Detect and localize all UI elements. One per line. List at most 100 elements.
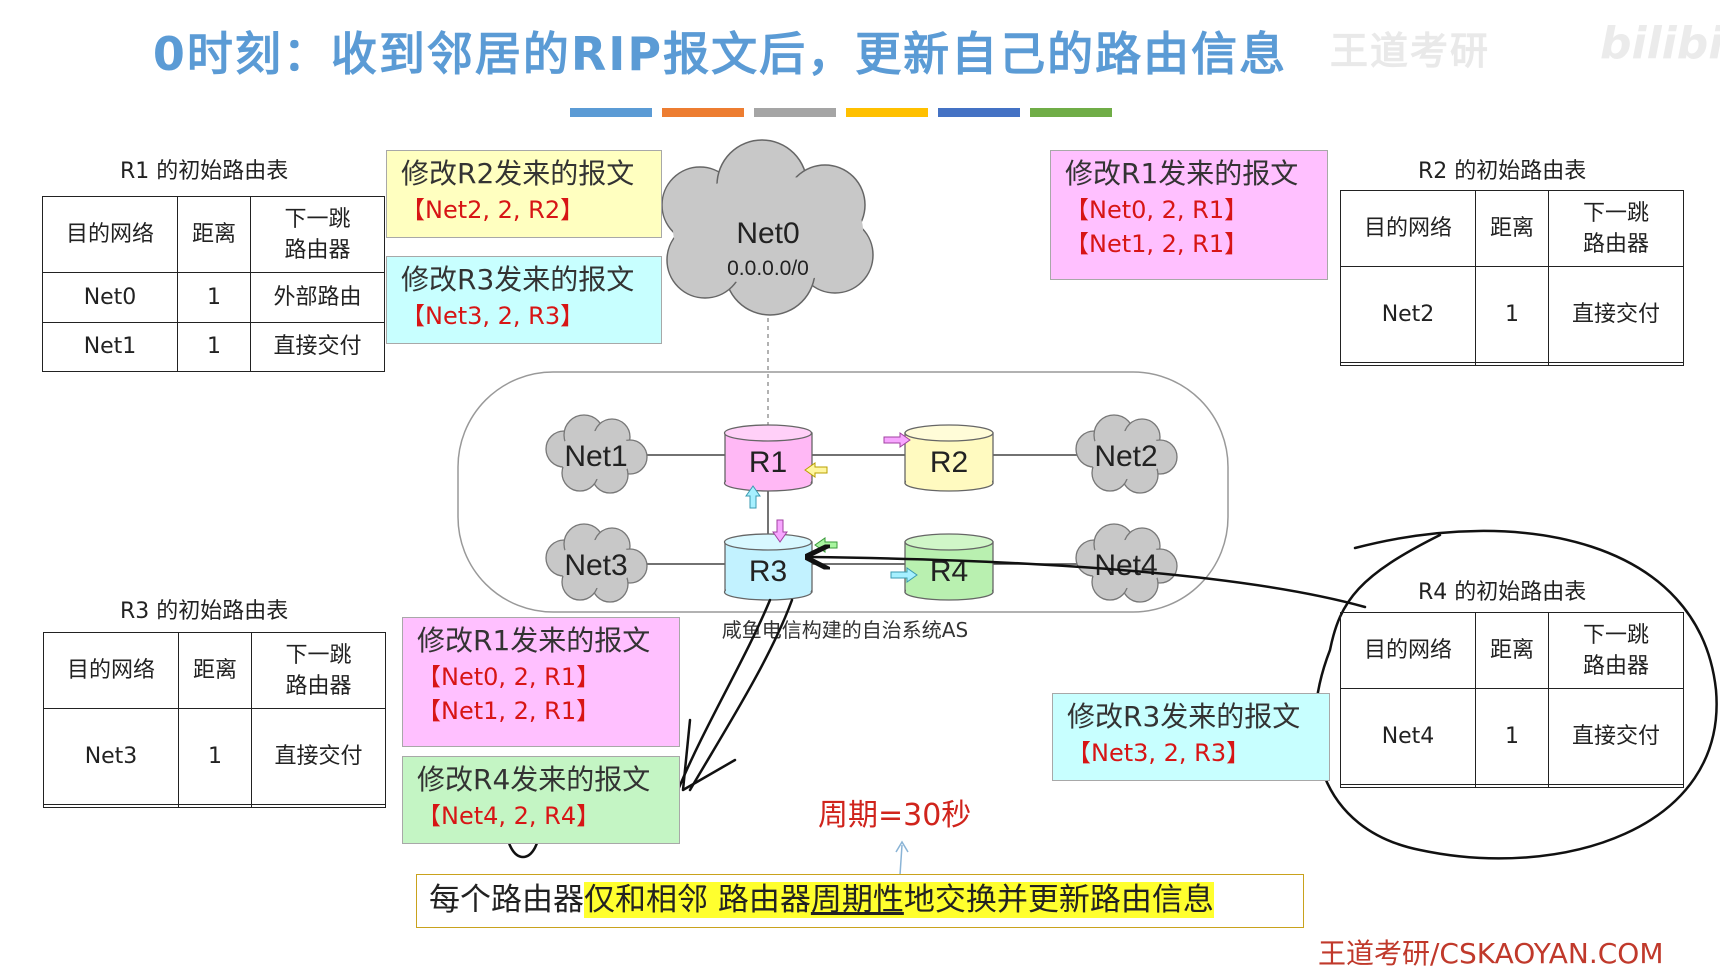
arrow-r2-to-r1-icon	[804, 462, 828, 478]
note-plain: 每个路由器	[429, 882, 584, 918]
net2-label: Net2	[1094, 440, 1157, 473]
table-cell: 1	[178, 708, 252, 805]
color-bar	[570, 108, 652, 117]
router-r3: R3	[723, 533, 813, 601]
note-highlight-a: 仅和相邻 路由器	[584, 882, 811, 918]
table-cell: Net3	[43, 708, 179, 805]
r3-table-caption: R3 的初始路由表	[120, 599, 289, 624]
table-header: 距离	[178, 632, 252, 709]
table-cell	[1548, 784, 1684, 788]
table-cell	[43, 804, 179, 808]
msg-from-r1-to-r3: 修改R1发来的报文 【Net0, 2, R1】 【Net1, 2, R1】	[402, 617, 680, 747]
arrow-r4-to-r3-icon	[814, 537, 838, 553]
msg-line: 【Net1, 2, R1】	[1065, 230, 1249, 258]
as-label: 咸鱼电信构建的自治系统AS	[722, 618, 968, 642]
msg-from-r3-to-r1: 修改R3发来的报文 【Net3, 2, R3】	[386, 256, 662, 344]
router-r1-label: R1	[749, 446, 787, 479]
table-header: 目的网络	[1340, 612, 1476, 689]
table-cell: 直接交付	[1548, 688, 1684, 785]
net2-cloud: Net2	[1075, 414, 1178, 494]
net1-label: Net1	[564, 440, 627, 473]
msg-heading: 修改R3发来的报文	[1067, 700, 1301, 733]
net0-cloud: Net0 0.0.0.0/0	[661, 139, 874, 316]
router-r1: R1	[723, 424, 813, 492]
table-cell: 1	[177, 272, 251, 323]
table-cell: 1	[1475, 688, 1549, 785]
msg-line: 【Net3, 2, R3】	[401, 302, 585, 330]
table-cell	[251, 804, 386, 808]
table-cell	[178, 804, 252, 808]
msg-line: 【Net2, 2, R2】	[401, 196, 585, 224]
color-bar	[662, 108, 744, 117]
as-region	[457, 371, 1229, 613]
arrow-r1-to-r2-icon	[883, 432, 911, 448]
period-label: 周期=30秒	[818, 798, 972, 833]
table-cell	[1340, 362, 1476, 366]
color-bar	[938, 108, 1020, 117]
router-r2: R2	[904, 424, 994, 492]
table-header: 目的网络	[1340, 190, 1476, 267]
msg-line: 【Net0, 2, R1】	[1065, 196, 1249, 224]
table-cell: Net0	[42, 272, 178, 323]
footer-brand: 王道考研/CSKAOYAN.COM	[1318, 937, 1664, 970]
msg-heading: 修改R1发来的报文	[1065, 157, 1299, 190]
msg-from-r4-to-r3: 修改R4发来的报文 【Net4, 2, R4】	[402, 756, 680, 844]
table-cell: Net1	[42, 321, 178, 372]
page-title: 0时刻：收到邻居的RIP报文后，更新自己的路由信息	[152, 27, 1288, 81]
msg-line: 【Net4, 2, R4】	[417, 802, 601, 830]
color-bar	[754, 108, 836, 117]
arrow-r3-to-r1-icon	[745, 485, 761, 509]
note-highlight-underline: 周期性	[810, 882, 904, 918]
table-cell	[1475, 784, 1549, 788]
msg-line: 【Net0, 2, R1】	[417, 663, 601, 691]
net0-label: Net0	[736, 217, 799, 250]
table-header: 下一跳 路由器	[250, 196, 385, 273]
msg-line: 【Net1, 2, R1】	[417, 697, 601, 725]
router-r3-label: R3	[749, 555, 787, 588]
table-header: 目的网络	[42, 196, 178, 273]
table-header: 距离	[177, 196, 251, 273]
table-header: 距离	[1475, 190, 1549, 267]
table-cell	[1548, 362, 1684, 366]
table-header: 下一跳 路由器	[251, 632, 386, 709]
msg-heading: 修改R2发来的报文	[401, 157, 635, 190]
table-header: 下一跳 路由器	[1548, 612, 1684, 689]
table-cell	[1475, 362, 1549, 366]
table-header: 距离	[1475, 612, 1549, 689]
table-cell: 直接交付	[251, 708, 386, 805]
color-bar	[1030, 108, 1112, 117]
table-header: 目的网络	[43, 632, 179, 709]
table-cell: 外部路由	[250, 272, 385, 323]
table-cell: Net2	[1340, 266, 1476, 363]
r2-table-caption: R2 的初始路由表	[1418, 159, 1587, 184]
msg-heading: 修改R4发来的报文	[417, 763, 651, 796]
table-header: 下一跳 路由器	[1548, 190, 1684, 267]
table-cell	[1340, 784, 1476, 788]
table-cell: 直接交付	[250, 321, 385, 372]
table-cell: 1	[1475, 266, 1549, 363]
net3-label: Net3	[564, 549, 627, 582]
r1-table-caption: R1 的初始路由表	[120, 159, 289, 184]
arrow-r3-to-r4-icon	[890, 567, 918, 583]
router-r2-label: R2	[930, 446, 968, 479]
bilibili-logo: bilibili	[1600, 18, 1720, 69]
note-highlight-b: 地交换并更新路由信息	[903, 882, 1214, 918]
msg-heading: 修改R1发来的报文	[417, 624, 651, 657]
net1-cloud: Net1	[545, 414, 648, 494]
table-cell: Net4	[1340, 688, 1476, 785]
msg-from-r3-to-r4: 修改R3发来的报文 【Net3, 2, R3】	[1052, 693, 1330, 781]
color-bar	[846, 108, 928, 117]
msg-line: 【Net3, 2, R3】	[1067, 739, 1251, 767]
period-pointer-icon	[895, 840, 909, 876]
net0-address: 0.0.0.0/0	[727, 257, 809, 280]
bottom-note: 每个路由器仅和相邻 路由器周期性地交换并更新路由信息	[416, 874, 1304, 928]
watermark-text: 王道考研	[1330, 29, 1491, 73]
router-r4: R4	[904, 533, 994, 601]
arrow-r1-to-r3-icon	[772, 519, 788, 543]
net3-cloud: Net3	[545, 523, 648, 603]
msg-from-r1-to-r2: 修改R1发来的报文 【Net0, 2, R1】 【Net1, 2, R1】	[1050, 150, 1328, 280]
